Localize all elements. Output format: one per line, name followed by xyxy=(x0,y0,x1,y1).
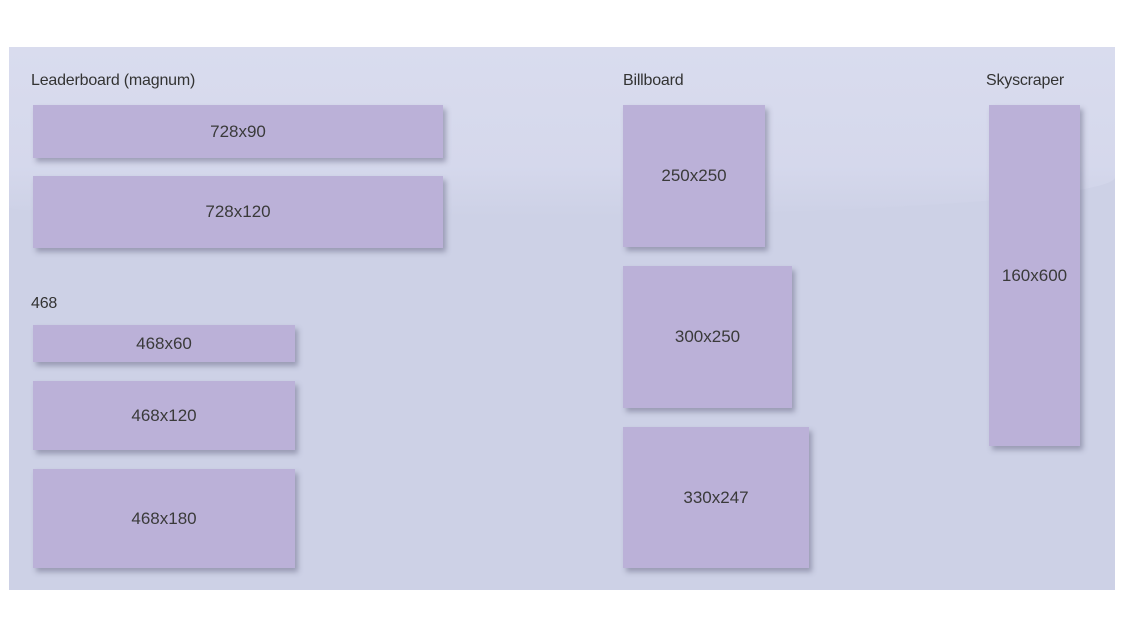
ad-box-160x600: 160x600 xyxy=(989,105,1080,446)
ad-box-468x180: 468x180 xyxy=(33,469,295,568)
ad-box-size-label: 468x180 xyxy=(131,508,197,528)
ad-box-size-label: 330x247 xyxy=(683,487,749,507)
medium-section-label: 468 xyxy=(31,295,58,312)
ad-box-300x250: 300x250 xyxy=(623,266,792,408)
ad-box-728x90: 728x90 xyxy=(33,105,443,158)
ad-box-468x120: 468x120 xyxy=(33,381,295,450)
ad-box-468x60: 468x60 xyxy=(33,325,295,362)
billboard-section-label: Billboard xyxy=(623,72,684,89)
ad-box-size-label: 160x600 xyxy=(1001,265,1068,285)
ad-box-250x250: 250x250 xyxy=(623,105,765,247)
ad-box-size-label: 250x250 xyxy=(661,166,727,185)
ad-box-size-label: 468x120 xyxy=(131,405,197,425)
ad-box-size-label: 468x60 xyxy=(136,333,192,353)
ad-box-size-label: 300x250 xyxy=(674,327,741,346)
ad-box-330x247: 330x247 xyxy=(623,427,809,568)
ad-box-728x120: 728x120 xyxy=(33,176,443,248)
ad-box-size-label: 728x120 xyxy=(205,202,271,221)
skyscraper-section-label: Skyscraper xyxy=(986,72,1065,89)
ad-box-size-label: 728x90 xyxy=(210,121,266,141)
leaderboard-section-label: Leaderboard (magnum) xyxy=(31,72,196,89)
